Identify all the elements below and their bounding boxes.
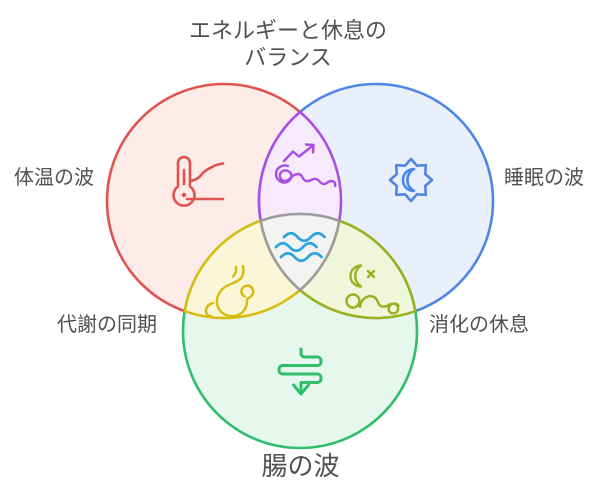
intestine-arrow-icon xyxy=(277,347,323,396)
label-metabolism-sync: 代謝の同期 xyxy=(57,312,157,336)
label-gut: 腸の波 xyxy=(261,452,340,482)
thermometer-trend-icon xyxy=(172,155,225,207)
label-temperature: 体温の波 xyxy=(14,165,94,189)
label-digestive-rest: 消化の休息 xyxy=(429,312,529,336)
diagram-title: エネルギーと休息の バランス xyxy=(138,18,438,72)
sleeping-person-moon-icon xyxy=(345,264,400,315)
waves-icon xyxy=(274,231,326,263)
stomach-icon xyxy=(204,264,255,318)
sun-moon-icon xyxy=(388,157,434,203)
restless-scribble-icon xyxy=(274,143,337,188)
diagram-title-line1: エネルギーと休息の xyxy=(188,19,387,44)
label-sleep: 睡眠の波 xyxy=(504,165,584,189)
diagram-title-line2: バランス xyxy=(244,46,332,71)
